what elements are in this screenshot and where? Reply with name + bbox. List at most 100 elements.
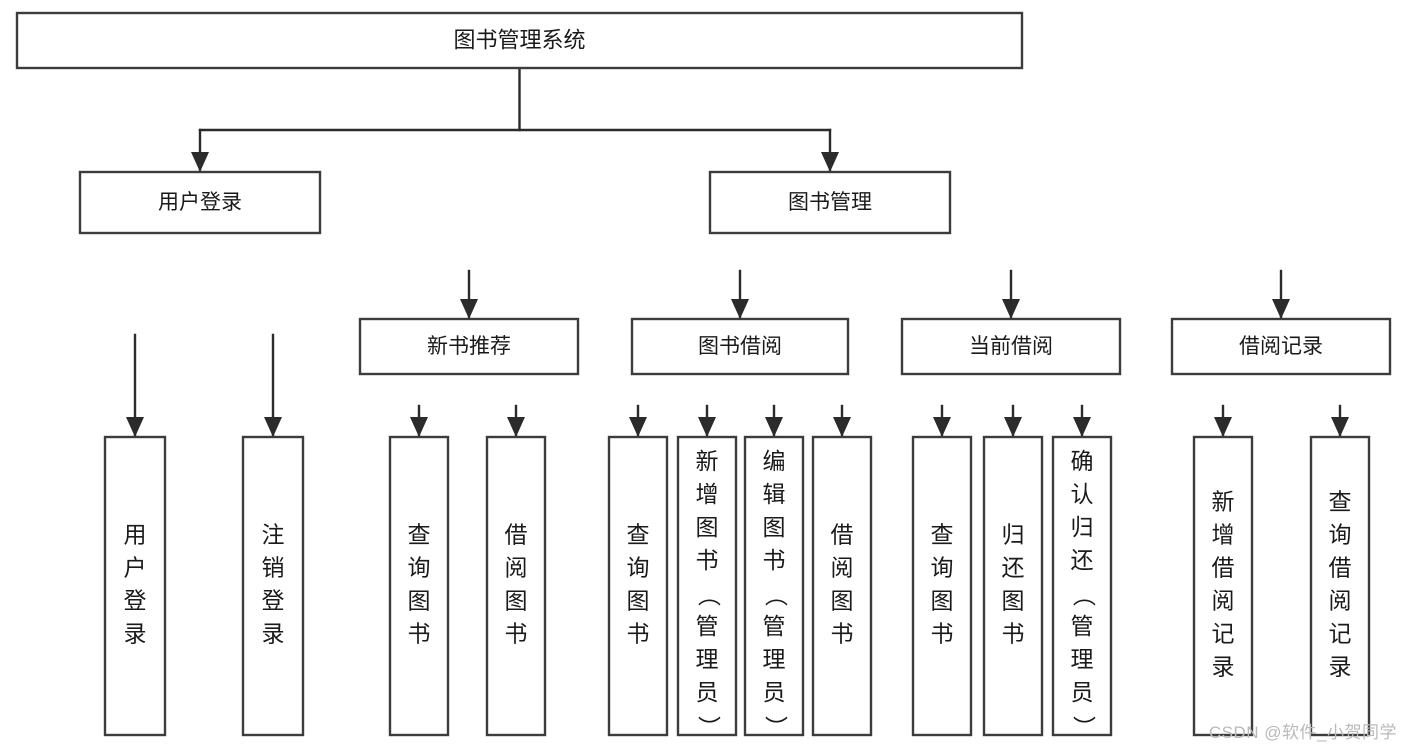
node-box-leaf-borrow-book-1	[485, 435, 547, 737]
node-label-char: 员	[1071, 679, 1094, 705]
node-box-leaf-query-book-2	[607, 435, 669, 737]
node-book-manage[interactable]: 图书管理	[708, 170, 952, 235]
node-label-char: 书	[627, 621, 650, 647]
node-label-char: 理	[763, 646, 786, 672]
node-label-root: 图书管理系统	[453, 27, 585, 52]
node-label-char: 图	[931, 588, 954, 614]
node-label-char: 录	[124, 621, 147, 647]
node-label-char: 图	[408, 588, 431, 614]
node-label-char: 登	[124, 588, 147, 614]
connector-links	[126, 68, 1349, 437]
node-label-char: 归	[1071, 514, 1094, 540]
arrow-head-icon	[821, 152, 839, 172]
node-label-char: 增	[696, 481, 719, 507]
node-box-user-login	[78, 170, 322, 235]
node-box-leaf-add-borrow-record	[1192, 435, 1254, 737]
node-label-char: 员	[696, 679, 719, 705]
arrow-head-icon	[1214, 417, 1232, 437]
arrow-head-icon	[1272, 299, 1290, 319]
arrow-head-icon	[765, 417, 783, 437]
node-label-book-borrow: 图书借阅	[698, 335, 782, 358]
node-label-char: 录	[262, 621, 285, 647]
arrow-head-icon	[264, 417, 282, 437]
node-label-char: 书	[696, 547, 719, 573]
node-label-char: 询	[1329, 522, 1352, 548]
node-label-char: 图	[627, 588, 650, 614]
node-label-char: 编	[763, 448, 786, 474]
node-label-char: 书	[931, 621, 954, 647]
node-label-char: 记	[1329, 621, 1352, 647]
arrow-head-icon	[410, 417, 428, 437]
node-label-char: 录	[1212, 654, 1235, 680]
node-label-char: 图	[1002, 588, 1025, 614]
arrow-head-icon	[731, 299, 749, 319]
node-box-book-manage	[708, 170, 952, 235]
node-current-borrow[interactable]: 当前借阅	[900, 317, 1122, 376]
node-label-char: 还	[1071, 547, 1094, 573]
node-label-char: （	[1071, 584, 1097, 607]
node-label-char: 图	[831, 588, 854, 614]
node-label-char: 阅	[831, 555, 854, 581]
node-label-char: 查	[1329, 489, 1352, 515]
arrow-head-icon	[1004, 417, 1022, 437]
node-label-char: 销	[262, 555, 285, 581]
node-label-char: 用	[124, 522, 147, 548]
node-label-char: 理	[696, 646, 719, 672]
node-label-user-login: 用户登录	[158, 191, 242, 214]
arrow-head-icon	[1002, 299, 1020, 319]
node-label-char: 阅	[1329, 588, 1352, 614]
node-box-leaf-user-login	[103, 435, 167, 737]
node-box-leaf-logout-login	[241, 435, 305, 737]
node-book-borrow[interactable]: 图书借阅	[630, 317, 850, 376]
node-label-char: 书	[505, 621, 528, 647]
node-label-char: 户	[124, 555, 147, 581]
node-label-char: 认	[1071, 481, 1094, 507]
node-label-borrow-record: 借阅记录	[1239, 335, 1323, 358]
node-box-root	[15, 11, 1024, 70]
node-label-char: 辑	[763, 481, 786, 507]
node-box-book-borrow	[630, 317, 850, 376]
node-label-char: ）	[1071, 716, 1097, 739]
node-label-book-manage: 图书管理	[788, 191, 872, 214]
node-box-leaf-query-book-1	[388, 435, 450, 737]
node-label-char: 查	[627, 522, 650, 548]
node-label-char: 借	[505, 522, 528, 548]
node-label-char: 管	[763, 613, 786, 639]
node-label-char: 借	[1329, 555, 1352, 581]
node-label-char: 书	[763, 547, 786, 573]
node-label-char: （	[763, 584, 789, 607]
node-label-char: 录	[1329, 654, 1352, 680]
node-label-char: 阅	[505, 555, 528, 581]
node-label-char: 图	[696, 514, 719, 540]
node-label-char: 增	[1212, 522, 1235, 548]
node-label-char: 新	[1212, 489, 1235, 515]
node-root[interactable]: 图书管理系统	[15, 11, 1024, 70]
node-leaf-user-login[interactable]: 用户登录	[103, 435, 167, 737]
node-box-borrow-record	[1170, 317, 1392, 376]
node-new-book-recommend[interactable]: 新书推荐	[358, 317, 580, 376]
node-label-char: ）	[763, 716, 789, 739]
node-label-char: 借	[831, 522, 854, 548]
node-label-char: 图	[763, 514, 786, 540]
node-label-char: 借	[1212, 555, 1235, 581]
node-label-char: 书	[831, 621, 854, 647]
watermark-label: CSDN @软件_小贺同学	[1208, 723, 1397, 742]
node-box-leaf-edit-book	[743, 435, 805, 737]
arrow-head-icon	[1073, 417, 1091, 437]
node-box-leaf-confirm-return	[1051, 435, 1113, 737]
node-box-new-book-recommend	[358, 317, 580, 376]
node-user-login[interactable]: 用户登录	[78, 170, 322, 235]
node-borrow-record[interactable]: 借阅记录	[1170, 317, 1392, 376]
